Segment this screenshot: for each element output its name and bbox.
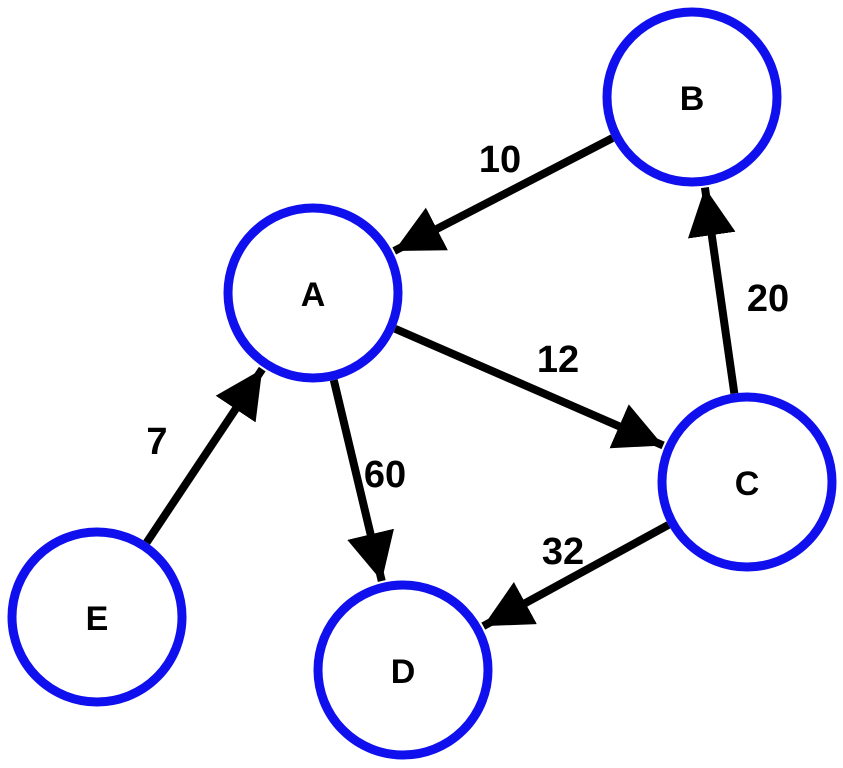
node-d: D — [313, 580, 493, 760]
edge-arrow-a-to-c — [393, 325, 665, 450]
node-circle-c — [657, 392, 837, 572]
node-b: B — [602, 7, 782, 187]
node-circle-e — [7, 527, 187, 707]
edge-weight-label-c-to-d: 32 — [542, 531, 584, 573]
node-label-d: D — [391, 653, 416, 691]
node-a: A — [223, 203, 403, 383]
node-circle-a — [223, 203, 403, 383]
edge-arrow-c-to-b — [687, 187, 739, 394]
edge-arrow-b-to-a — [392, 134, 615, 255]
edge-weight-label-b-to-a: 10 — [479, 139, 521, 181]
edge-weight-label-a-to-c: 12 — [537, 339, 579, 381]
edges-layer — [143, 134, 739, 630]
node-label-b: B — [680, 80, 705, 118]
node-label-c: C — [735, 465, 760, 503]
nodes-layer: A B C D E — [7, 7, 837, 760]
node-c: C — [657, 392, 837, 572]
node-label-e: E — [86, 600, 109, 638]
edge-weight-label-a-to-d: 60 — [364, 454, 406, 496]
node-e: E — [7, 527, 187, 707]
edge-weight-label-c-to-b: 20 — [747, 278, 789, 320]
node-circle-d — [313, 580, 493, 760]
node-label-a: A — [301, 276, 326, 314]
edge-arrow-c-to-d — [481, 521, 671, 630]
edge-arrow-a-to-d — [329, 379, 394, 582]
node-circle-b — [602, 7, 782, 187]
edge-weight-label-e-to-a: 7 — [146, 421, 167, 463]
edge-arrow-e-to-a — [143, 366, 266, 545]
edge-labels-layer: 10 12 20 60 32 7 — [146, 139, 789, 573]
